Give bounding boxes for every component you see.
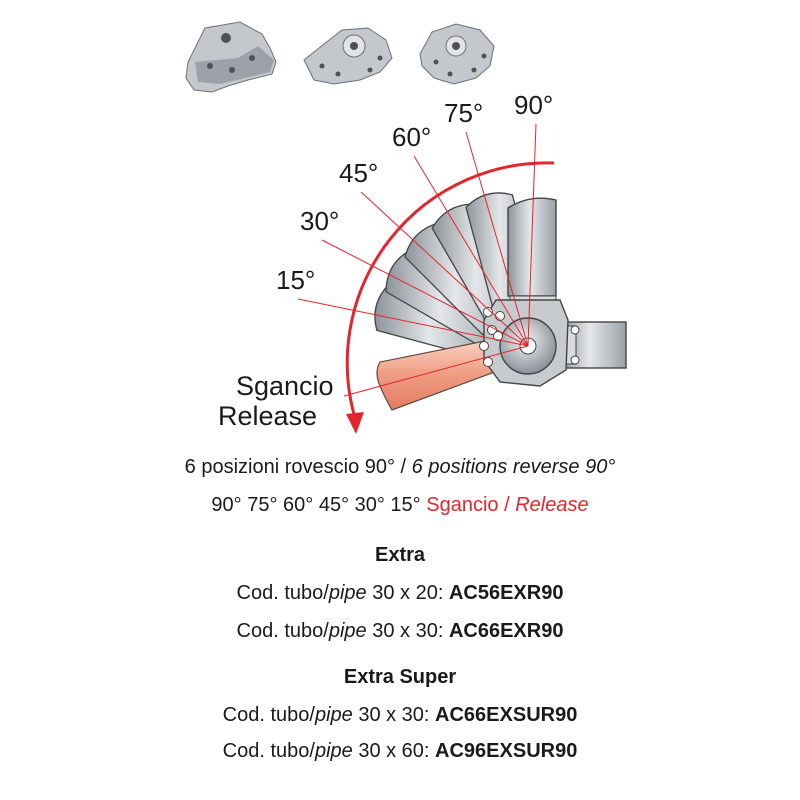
- angle-label: 60°: [392, 122, 431, 152]
- positions-caption-en: 6 positions reverse 90°: [411, 456, 616, 478]
- product-code: AC66EXR90: [448, 620, 564, 642]
- row-prefix: Cod. tubo/: [222, 740, 315, 762]
- angle-label: 45°: [339, 158, 378, 188]
- row-pipe: pipe: [328, 620, 367, 642]
- angle-ray: [321, 239, 529, 347]
- angle-ray: [360, 191, 529, 347]
- row-pipe: pipe: [328, 582, 367, 604]
- row-size: 30 x 20:: [366, 582, 449, 604]
- angle-ray: [465, 131, 529, 347]
- joint-photo-right: [419, 23, 495, 85]
- angle-label: 15°: [276, 265, 315, 295]
- positions-caption: 6 posizioni rovescio 90° / 6 positions r…: [0, 456, 800, 479]
- angles-list: 90° 75° 60° 45° 30° 15°: [211, 494, 421, 516]
- rotation-arc: [345, 161, 555, 419]
- code-row: Cod. tubo/pipe 30 x 30: AC66EXSUR90: [0, 704, 800, 727]
- row-prefix: Cod. tubo/: [222, 704, 315, 726]
- row-pipe: pipe: [314, 740, 353, 762]
- fixed-tube: [559, 321, 627, 369]
- release-ray: [343, 345, 529, 397]
- product-code: AC66EXSUR90: [435, 704, 578, 726]
- angle-ray: [413, 155, 529, 347]
- position-hole: [479, 341, 489, 351]
- product-code: AC96EXSUR90: [435, 740, 578, 762]
- caption-separator: /: [395, 456, 412, 478]
- position-hole: [495, 311, 505, 321]
- release-label-en: Release: [218, 401, 317, 431]
- release-caption-sep: /: [498, 494, 516, 516]
- code-row: Cod. tubo/pipe 30 x 20: AC56EXR90: [0, 582, 800, 605]
- row-size: 30 x 30:: [352, 704, 436, 726]
- row-prefix: Cod. tubo/: [236, 582, 329, 604]
- row-size: 30 x 30:: [366, 620, 449, 642]
- angle-label: 75°: [444, 98, 483, 128]
- angle-label: 90°: [514, 90, 553, 120]
- position-hole: [493, 331, 503, 341]
- position-hole: [483, 307, 493, 317]
- row-size: 30 x 60:: [352, 740, 436, 762]
- code-row: Cod. tubo/pipe 30 x 30: AC66EXR90: [0, 620, 800, 643]
- product-code: AC56EXR90: [448, 582, 564, 604]
- angle-label: 30°: [300, 206, 339, 236]
- section-title-extra-super: Extra Super: [343, 666, 457, 688]
- row-prefix: Cod. tubo/: [236, 620, 329, 642]
- positions-caption-it: 6 posizioni rovescio 90°: [184, 456, 395, 478]
- release-label-it: Sgancio: [236, 371, 334, 401]
- release-caption-it: Sgancio: [426, 494, 499, 516]
- vertical-tube: [507, 197, 557, 313]
- rotation-arrowhead: [346, 412, 364, 434]
- row-pipe: pipe: [314, 704, 353, 726]
- joint-photo-left: [185, 21, 277, 93]
- angle-ray: [527, 123, 537, 347]
- position-hole: [483, 357, 493, 367]
- code-row: Cod. tubo/pipe 30 x 60: AC96EXSUR90: [0, 740, 800, 763]
- angles-caption: 90° 75° 60° 45° 30° 15° Sgancio / Releas…: [0, 494, 800, 517]
- release-caption-en: Release: [515, 494, 589, 516]
- joint-positions-diagram: 90° 75° 60° 45°30° 15° Sgancio Release: [185, 21, 627, 434]
- joint-photo-middle: [303, 27, 393, 85]
- angle-ray: [297, 298, 529, 347]
- section-title-extra: Extra: [374, 544, 426, 566]
